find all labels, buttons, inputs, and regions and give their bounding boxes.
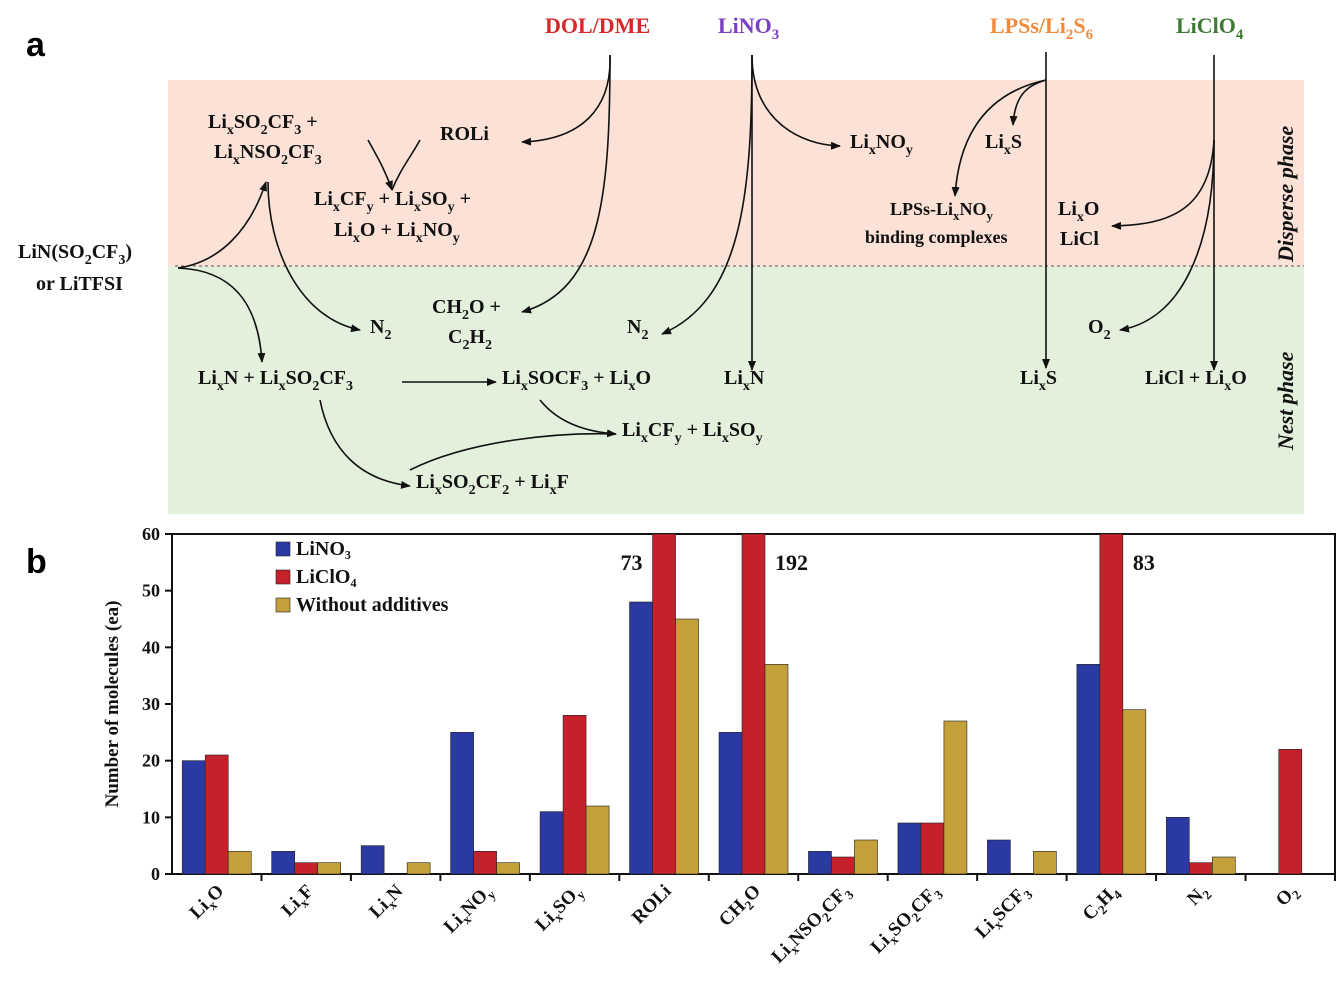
bar-liclo4 (1278, 749, 1303, 875)
bar-liclo4 (831, 856, 855, 875)
x-tick-label: LixN (365, 880, 409, 924)
bar-none (764, 664, 789, 875)
bar-lino3 (1076, 664, 1101, 875)
y-tick-label: 60 (142, 524, 160, 544)
header-lps-li2s6: LPSs/Li2S6 (990, 13, 1094, 43)
bar-liclo4 (294, 862, 318, 875)
x-tick-label: LixNSO2CF3 (768, 880, 857, 969)
bar-lino3 (718, 732, 743, 875)
overflow-annotation: 192 (775, 550, 808, 575)
legend-label: LiNO₃ (296, 538, 351, 560)
bar-liclo4 (652, 533, 676, 875)
y-tick-label: 0 (151, 864, 160, 884)
x-tick-label: N2 (1183, 881, 1214, 912)
phase-label-disperse: Disperse phase (1273, 125, 1298, 263)
header-lino3: LiNO3 (718, 13, 779, 43)
bar-none (675, 618, 699, 875)
bar-lino3 (181, 760, 206, 875)
x-tick-label: C2H4 (1079, 880, 1126, 927)
x-tick-label: LixF (277, 881, 319, 923)
y-tick-label: 10 (142, 807, 160, 827)
phase-label-nest: Nest phase (1273, 351, 1298, 451)
panel-a-label: a (26, 26, 46, 64)
svg-text:ROLi: ROLi (440, 123, 489, 145)
legend-swatch (275, 597, 291, 613)
x-tick-label: CH2O (715, 881, 767, 933)
bar-liclo4 (473, 851, 497, 875)
bar-none (1122, 709, 1147, 875)
bar-none (406, 862, 431, 875)
overflow-annotation: 73 (621, 550, 643, 575)
header-dol-dme: DOL/DME (545, 13, 650, 38)
nest-phase-background (168, 266, 1304, 514)
svg-text:LixSO2CF3 +: LixSO2CF3 + (208, 111, 318, 138)
bar-lino3 (360, 845, 385, 875)
y-axis-label: Number of molecules (ea) (102, 600, 123, 807)
svg-text:LixSOCF3 + LixO: LixSOCF3 + LixO (502, 367, 651, 394)
bar-liclo4 (1099, 533, 1124, 875)
bar-none (1212, 856, 1236, 875)
bar-none (943, 720, 968, 875)
bar-none (585, 805, 610, 875)
x-tick-label: LixNOy (440, 880, 499, 939)
bar-lino3 (897, 822, 922, 875)
x-tick-label: ROLi (628, 881, 676, 929)
x-tick-label: LixSO2CF3 (867, 880, 947, 960)
y-tick-label: 50 (142, 581, 160, 601)
x-tick-label: O2 (1272, 881, 1304, 913)
bar-lino3 (539, 811, 564, 875)
bar-none (496, 862, 520, 875)
x-tick-label: LixSCF3 (971, 880, 1036, 945)
bar-lino3 (987, 839, 1011, 875)
source-litfsi: LiN(SO2CF3) (18, 241, 132, 268)
bar-none (227, 851, 252, 875)
source-litfsi-alt: or LiTFSI (36, 273, 123, 295)
x-tick-label: LixO (186, 881, 231, 926)
scheme-arrows (177, 52, 1218, 489)
bar-liclo4 (920, 822, 945, 875)
y-tick-label: 40 (142, 637, 160, 657)
y-tick-label: 30 (142, 694, 160, 714)
legend-swatch (275, 541, 291, 557)
bar-lino3 (629, 601, 653, 875)
panel-b-label: b (26, 543, 47, 581)
bar-liclo4 (562, 715, 587, 875)
bar-liclo4 (1189, 862, 1213, 875)
x-tick-label: LixSOy (531, 880, 588, 937)
bar-none (1033, 851, 1057, 875)
bar-none (854, 839, 878, 875)
bar-lino3 (450, 732, 474, 875)
bar-none (317, 862, 341, 875)
overflow-annotation: 83 (1133, 550, 1155, 575)
bar-liclo4 (741, 533, 766, 875)
legend-label: LiClO₄ (296, 566, 356, 588)
bar-lino3 (1166, 817, 1190, 875)
legend-swatch (275, 569, 291, 585)
svg-text:LiCl: LiCl (1060, 228, 1099, 250)
y-tick-label: 20 (142, 751, 160, 771)
bar-lino3 (271, 851, 295, 875)
bar-lino3 (808, 851, 832, 875)
bar-liclo4 (204, 754, 229, 875)
svg-text:binding complexes: binding complexes (865, 227, 1008, 247)
header-liclo4: LiClO4 (1176, 13, 1244, 43)
legend-label: Without additives (296, 594, 449, 616)
